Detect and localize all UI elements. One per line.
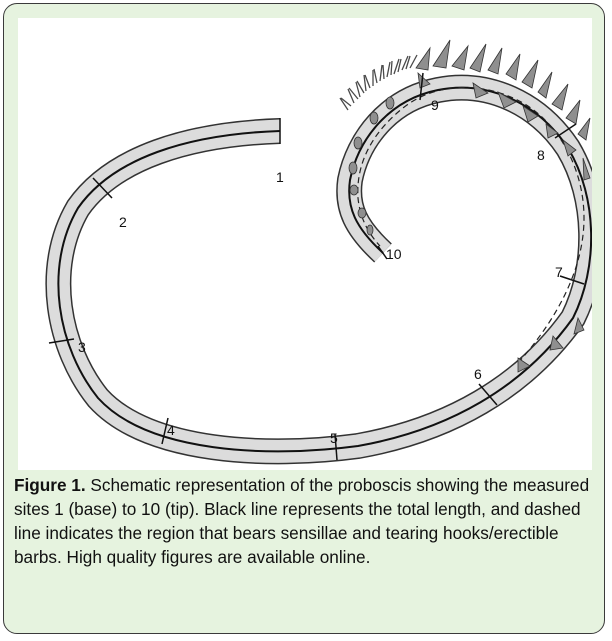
site-label-6: 6: [474, 366, 482, 382]
caption-label: Figure 1.: [14, 475, 86, 495]
site-label-3: 3: [78, 339, 86, 355]
site-label-5: 5: [330, 430, 338, 446]
site-label-8: 8: [537, 147, 545, 163]
site-label-9: 9: [431, 97, 439, 113]
figure-box: 1 2 3 4 5 6 7 8 9 10 Figure 1. Schematic…: [3, 3, 605, 634]
caption-text: Schematic representation of the probosci…: [14, 475, 589, 567]
proboscis-svg: 1 2 3 4 5 6 7 8 9 10: [18, 18, 592, 470]
site-label-2: 2: [119, 214, 127, 230]
site-label-1: 1: [276, 169, 284, 185]
site-label-7: 7: [555, 264, 563, 280]
site-label-4: 4: [167, 422, 175, 438]
proboscis-diagram: 1 2 3 4 5 6 7 8 9 10: [18, 18, 592, 470]
proboscis-body: [58, 88, 591, 452]
figure-caption: Figure 1. Schematic representation of th…: [14, 473, 604, 569]
site-label-10: 10: [386, 246, 402, 262]
